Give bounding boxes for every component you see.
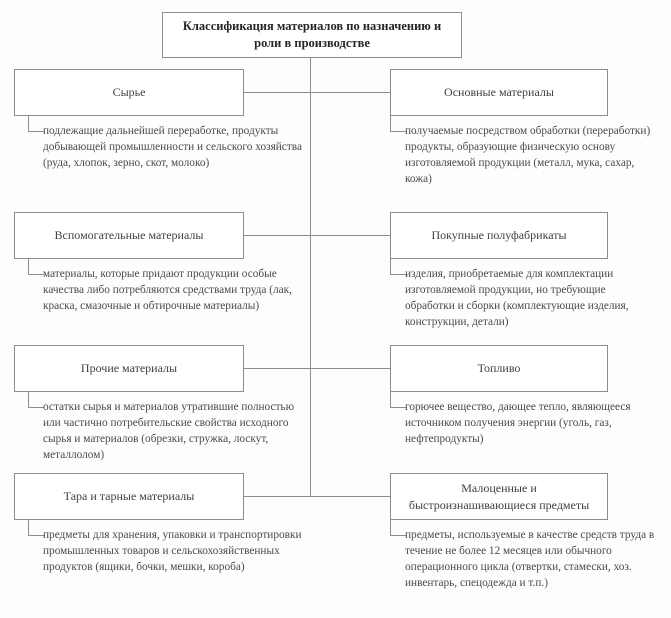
branch-line-tara (244, 496, 311, 497)
node-prochie-materialy: Прочие материалы (14, 345, 244, 392)
desc-toplivo: горючее вещество, дающее тепло, являющее… (405, 401, 631, 446)
elbow-pokupnye (390, 259, 406, 275)
elbow-vspomogatelnye (28, 259, 44, 275)
connector-spine (310, 58, 311, 496)
node-osnovnye-materialy-label: Основные материалы (444, 85, 554, 100)
node-tara-i-tarnye-materialy-label: Тара и тарные материалы (63, 489, 195, 504)
branch-line-vspomogatelnye (244, 235, 311, 236)
desc-tara-i-tarnye-materialy: предметы для хранения, упаковки и трансп… (43, 529, 302, 574)
desc-pokupnye-polufabrikaty: изделия, приобретаемые для комплектации … (405, 268, 629, 329)
node-pokupnye-polufabrikaty: Покупные полуфабрикаты (390, 212, 608, 259)
node-tara-i-tarnye-materialy: Тара и тарные материалы (14, 473, 244, 520)
diagram-title-box: Классификация материалов по назначению и… (162, 12, 462, 58)
desc-malocennye-predmety: предметы, используемые в качестве средст… (405, 529, 655, 590)
elbow-syre (28, 116, 44, 132)
branch-line-malocennye (311, 496, 390, 497)
branch-line-pokupnye (311, 235, 390, 236)
desc-vspomogatelnye-materialy: материалы, которые придают продукции осо… (43, 268, 292, 313)
node-syre-label: Сырье (112, 85, 146, 100)
node-malocennye-predmety-label: Малоценные и быстроизнашивающиеся предме… (408, 481, 590, 512)
desc-prochie-materialy: остатки сырья и материалов утратившие по… (43, 401, 295, 462)
node-pokupnye-polufabrikaty-label: Покупные полуфабрикаты (431, 228, 567, 243)
node-osnovnye-materialy: Основные материалы (390, 69, 608, 116)
node-malocennye-predmety: Малоценные и быстроизнашивающиеся предме… (390, 473, 608, 520)
elbow-malocennye (390, 520, 406, 536)
node-toplivo-label: Топливо (477, 361, 521, 376)
elbow-osnovnye (390, 116, 406, 132)
diagram-title-text: Классификация материалов по назначению и… (182, 19, 442, 50)
node-prochie-materialy-label: Прочие материалы (80, 361, 178, 376)
elbow-toplivo (390, 392, 406, 408)
node-vspomogatelnye-materialy: Вспомогательные материалы (14, 212, 244, 259)
node-syre: Сырье (14, 69, 244, 116)
elbow-tara (28, 520, 44, 536)
desc-syre: подлежащие дальнейшей переработке, проду… (43, 125, 302, 170)
desc-osnovnye-materialy: получаемые посредством обработки (перера… (405, 125, 651, 186)
branch-line-syre (244, 92, 311, 93)
node-vspomogatelnye-materialy-label: Вспомогательные материалы (54, 228, 204, 243)
node-toplivo: Топливо (390, 345, 608, 392)
branch-line-toplivo (311, 368, 390, 369)
branch-line-osnovnye (311, 92, 390, 93)
elbow-prochie (28, 392, 44, 408)
branch-line-prochie (244, 368, 311, 369)
